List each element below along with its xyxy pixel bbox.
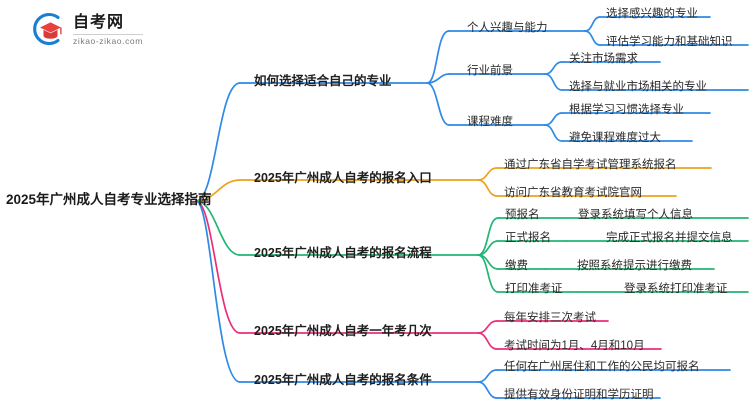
subnode-label: 缴费 <box>505 260 528 272</box>
leaf-visit-gd-exam-authority-site[interactable]: 访问广东省教育考试院官网 <box>504 187 642 200</box>
branch-node-registration-requirements[interactable]: 2025年广州成人自考的报名条件 <box>254 374 432 387</box>
leaf-label: 避免课程难度过大 <box>569 132 661 144</box>
logo-divider <box>73 33 143 35</box>
leaf-label: 完成正式报名并提交信息 <box>606 232 733 244</box>
leaf-assess-learning-ability[interactable]: 评估学习能力和基础知识 <box>606 36 733 49</box>
subnode-payment[interactable]: 缴费 <box>505 260 528 273</box>
leaf-label: 提供有效身份证明和学历证明 <box>504 389 654 401</box>
branch-label: 如何选择适合自己的专业 <box>254 74 392 88</box>
branch-node-how-to-choose-major[interactable]: 如何选择适合自己的专业 <box>254 75 392 88</box>
leaf-label: 按照系统提示进行缴费 <box>577 260 692 272</box>
subnode-label: 正式报名 <box>505 232 551 244</box>
leaf-label: 考试时间为1月、4月和10月 <box>504 340 645 352</box>
leaf-label: 任何在广州居住和工作的公民均可报名 <box>504 361 700 373</box>
subnode-print-admission-ticket[interactable]: 打印准考证 <box>505 283 563 296</box>
leaf-register-via-gd-system[interactable]: 通过广东省自学考试管理系统报名 <box>504 159 677 172</box>
leaf-watch-market-demand[interactable]: 关注市场需求 <box>569 53 638 66</box>
leaf-label: 选择与就业市场相关的专业 <box>569 81 707 93</box>
branch-label: 2025年广州成人自考一年考几次 <box>254 324 432 338</box>
leaf-login-print-admission-ticket[interactable]: 登录系统打印准考证 <box>624 283 728 296</box>
leaf-exam-months[interactable]: 考试时间为1月、4月和10月 <box>504 340 645 353</box>
leaf-choose-by-study-habits[interactable]: 根据学习习惯选择专业 <box>569 104 684 117</box>
leaf-provide-id-and-education-proof[interactable]: 提供有效身份证明和学历证明 <box>504 389 654 402</box>
branch-node-registration-entry[interactable]: 2025年广州成人自考的报名入口 <box>254 172 432 185</box>
logo-text: 自考网 zikao-zikao.com <box>73 13 143 45</box>
subnode-label: 行业前景 <box>467 65 513 77</box>
branch-node-registration-process[interactable]: 2025年广州成人自考的报名流程 <box>254 247 432 260</box>
subnode-industry-prospects[interactable]: 行业前景 <box>467 65 513 78</box>
leaf-label: 评估学习能力和基础知识 <box>606 36 733 48</box>
mindmap-root-node[interactable]: 2025年广州成人自考专业选择指南 <box>6 193 212 207</box>
subnode-personal-interest-ability[interactable]: 个人兴趣与能力 <box>467 22 548 35</box>
leaf-three-exams-per-year[interactable]: 每年安排三次考试 <box>504 312 596 325</box>
leaf-complete-formal-registration[interactable]: 完成正式报名并提交信息 <box>606 232 733 245</box>
leaf-label: 关注市场需求 <box>569 53 638 65</box>
leaf-label: 选择感兴趣的专业 <box>606 8 698 20</box>
branch-label: 2025年广州成人自考的报名入口 <box>254 171 432 185</box>
branch-node-exams-per-year[interactable]: 2025年广州成人自考一年考几次 <box>254 325 432 338</box>
leaf-choose-interesting-major[interactable]: 选择感兴趣的专业 <box>606 8 698 21</box>
branch-label: 2025年广州成人自考的报名流程 <box>254 246 432 260</box>
leaf-pay-per-system-prompt[interactable]: 按照系统提示进行缴费 <box>577 260 692 273</box>
leaf-label: 访问广东省教育考试院官网 <box>504 187 642 199</box>
subnode-label: 课程难度 <box>467 116 513 128</box>
subnode-label: 打印准考证 <box>505 283 563 295</box>
subnode-course-difficulty[interactable]: 课程难度 <box>467 116 513 129</box>
subnode-label: 预报名 <box>505 209 540 221</box>
subnode-formal-registration[interactable]: 正式报名 <box>505 232 551 245</box>
leaf-any-resident-or-worker-eligible[interactable]: 任何在广州居住和工作的公民均可报名 <box>504 361 700 374</box>
logo-domain: zikao-zikao.com <box>73 35 143 46</box>
root-label: 2025年广州成人自考专业选择指南 <box>6 192 212 207</box>
subnode-pre-registration[interactable]: 预报名 <box>505 209 540 222</box>
leaf-choose-employment-related-major[interactable]: 选择与就业市场相关的专业 <box>569 81 707 94</box>
leaf-label: 每年安排三次考试 <box>504 312 596 324</box>
logo-title: 自考网 <box>73 13 125 31</box>
leaf-label: 根据学习习惯选择专业 <box>569 104 684 116</box>
subnode-label: 个人兴趣与能力 <box>467 22 548 34</box>
leaf-label: 登录系统填写个人信息 <box>578 209 693 221</box>
graduation-cap-circle-icon <box>28 10 66 48</box>
leaf-avoid-high-difficulty[interactable]: 避免课程难度过大 <box>569 132 661 145</box>
leaf-label: 登录系统打印准考证 <box>624 283 728 295</box>
leaf-label: 通过广东省自学考试管理系统报名 <box>504 159 677 171</box>
branch-label: 2025年广州成人自考的报名条件 <box>254 373 432 387</box>
leaf-login-fill-personal-info[interactable]: 登录系统填写个人信息 <box>578 209 693 222</box>
site-logo: 自考网 zikao-zikao.com <box>28 8 198 50</box>
